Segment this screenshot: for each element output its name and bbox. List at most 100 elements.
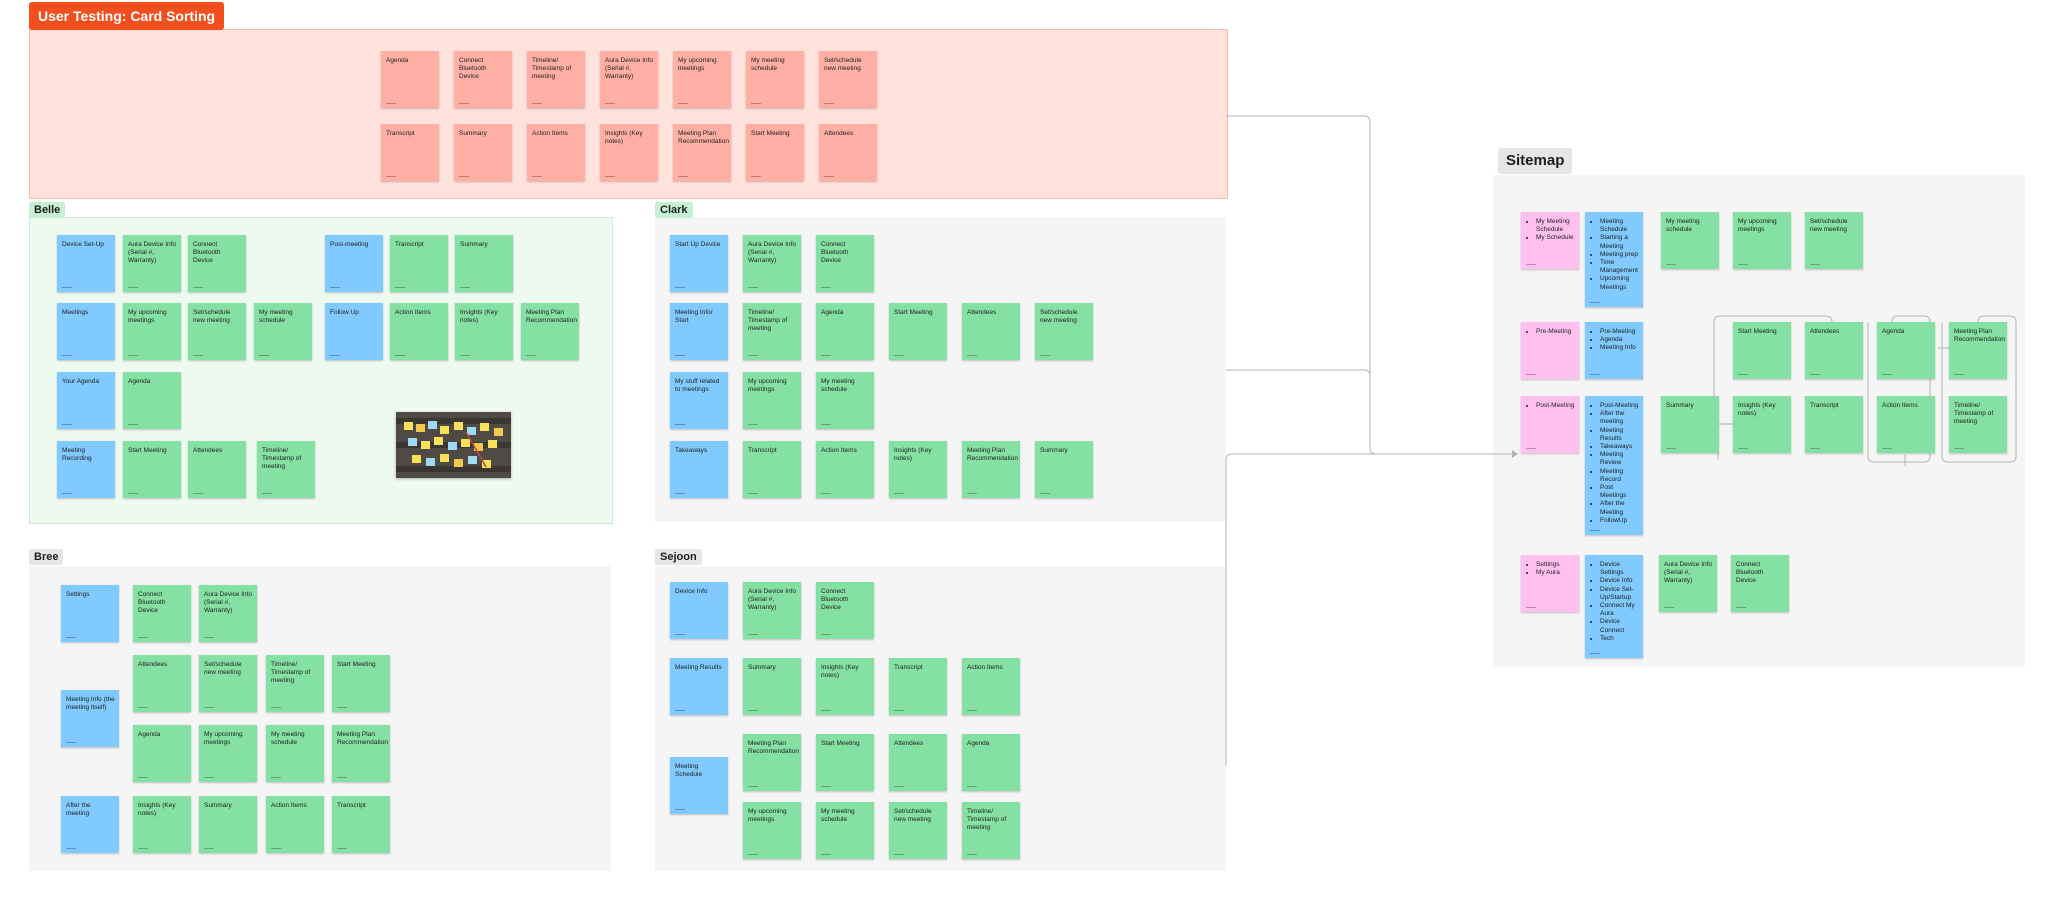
card-sticky[interactable]: Meeting Plan Recommendation bbox=[521, 303, 579, 360]
card-sticky[interactable]: Start Meeting bbox=[816, 734, 874, 791]
card-sticky[interactable]: Start Meeting bbox=[889, 303, 947, 360]
pool-sticky[interactable]: Aura Device Info (Serial #, Warranty) bbox=[600, 51, 658, 108]
card-sticky[interactable]: Meeting Plan Recommendation bbox=[332, 725, 390, 782]
card-sticky[interactable]: Meeting Plan Recommendation bbox=[743, 734, 801, 791]
card-sticky[interactable]: Timeline/ Timestamp of meeting bbox=[962, 802, 1020, 859]
card-sticky[interactable]: Agenda bbox=[133, 725, 191, 782]
sitemap-card-sticky[interactable]: Insights (Key notes) bbox=[1733, 396, 1791, 453]
sitemap-blue-sticky[interactable]: Meeting Schedule Starting a Meeting Meet… bbox=[1585, 212, 1643, 307]
card-sticky[interactable]: Set/schedule new meeting bbox=[188, 303, 246, 360]
card-sticky[interactable]: Summary bbox=[1035, 441, 1093, 498]
card-sticky[interactable]: Action Items bbox=[816, 441, 874, 498]
card-sticky[interactable]: Connect Bluetooth Device bbox=[816, 235, 874, 292]
card-sticky[interactable]: Connect Bluetooth Device bbox=[816, 582, 874, 639]
category-sticky[interactable]: Settings bbox=[61, 585, 119, 642]
card-sticky[interactable]: Timeline/ Timestamp of meeting bbox=[743, 303, 801, 360]
section-label-belle[interactable]: Belle bbox=[29, 202, 66, 218]
card-sticky[interactable]: Set/schedule new meeting bbox=[889, 802, 947, 859]
card-sticky[interactable]: My upcoming meetings bbox=[743, 372, 801, 429]
sitemap-blue-sticky[interactable]: Post-Meeting After the meeting Meeting R… bbox=[1585, 396, 1643, 536]
category-sticky[interactable]: Start Up Device bbox=[670, 235, 728, 292]
pool-sticky[interactable]: Attendees bbox=[819, 124, 877, 181]
pool-sticky[interactable]: Transcript bbox=[381, 124, 439, 181]
card-sticky[interactable]: Action Items bbox=[390, 303, 448, 360]
card-sticky[interactable]: Start Meeting bbox=[123, 441, 181, 498]
card-sticky[interactable]: Timeline/ Timestamp of meeting bbox=[266, 655, 324, 712]
sitemap-card-sticky[interactable]: Summary bbox=[1661, 396, 1719, 453]
category-sticky[interactable]: Device Info bbox=[670, 582, 728, 639]
sitemap-card-sticky[interactable]: Action Items bbox=[1877, 396, 1935, 453]
sitemap-card-sticky[interactable]: Connect Bluetooth Device bbox=[1731, 555, 1789, 612]
sitemap-blue-sticky[interactable]: Pre-Meeting Agenda Meeting Info bbox=[1585, 322, 1643, 379]
category-sticky[interactable]: After the meeting bbox=[61, 796, 119, 853]
section-label-bree[interactable]: Bree bbox=[29, 549, 64, 565]
pool-sticky[interactable]: Insights (Key notes) bbox=[600, 124, 658, 181]
category-sticky[interactable]: Meeting Info (the meeting itself) bbox=[61, 690, 119, 747]
sitemap-blue-sticky[interactable]: Device Settings Device Info Device Set-U… bbox=[1585, 555, 1643, 658]
category-sticky[interactable]: Meeting Recording bbox=[57, 441, 115, 498]
category-sticky[interactable]: Post-meeting bbox=[325, 235, 383, 292]
card-sticky[interactable]: Attendees bbox=[133, 655, 191, 712]
card-sticky[interactable]: Insights (Key notes) bbox=[889, 441, 947, 498]
board-title[interactable]: User Testing: Card Sorting bbox=[29, 2, 225, 30]
category-sticky[interactable]: Meeting Results bbox=[670, 658, 728, 715]
card-sticky[interactable]: Summary bbox=[199, 796, 257, 853]
card-sticky[interactable]: Attendees bbox=[188, 441, 246, 498]
card-sticky[interactable]: My meeting schedule bbox=[254, 303, 312, 360]
pool-sticky[interactable]: Meeting Plan Recommendation bbox=[673, 124, 731, 181]
category-sticky[interactable]: Follow Up bbox=[325, 303, 383, 360]
sitemap-card-sticky[interactable]: My upcoming meetings bbox=[1733, 212, 1791, 269]
card-sorting-photo[interactable] bbox=[396, 412, 511, 478]
card-sticky[interactable]: Aura Device Info (Serial #, Warranty) bbox=[123, 235, 181, 292]
pool-sticky[interactable]: Summary bbox=[454, 124, 512, 181]
category-sticky[interactable]: Meeting Schedule bbox=[670, 757, 728, 814]
sitemap-card-sticky[interactable]: Meeting Plan Recommendation bbox=[1949, 322, 2007, 379]
pool-sticky[interactable]: Action Items bbox=[527, 124, 585, 181]
pool-sticky[interactable]: Connect Bluetooth Device bbox=[454, 51, 512, 108]
card-sticky[interactable]: Meeting Plan Recommendation bbox=[962, 441, 1020, 498]
sitemap-pink-sticky[interactable]: My Meeting Schedule My Schedule bbox=[1521, 212, 1579, 269]
card-sticky[interactable]: Aura Device Info (Serial #, Warranty) bbox=[199, 585, 257, 642]
card-sticky[interactable]: Summary bbox=[743, 658, 801, 715]
category-sticky[interactable]: Meetings bbox=[57, 303, 115, 360]
pool-sticky[interactable]: Set/schedule new meeting bbox=[819, 51, 877, 108]
card-sticky[interactable]: Start Meeting bbox=[332, 655, 390, 712]
sitemap-card-sticky[interactable]: My meeting schedule bbox=[1661, 212, 1719, 269]
card-sticky[interactable]: Aura Device Info (Serial #, Warranty) bbox=[743, 235, 801, 292]
card-sticky[interactable]: Agenda bbox=[962, 734, 1020, 791]
card-sticky[interactable]: Transcript bbox=[332, 796, 390, 853]
category-sticky[interactable]: My stuff related to meetings bbox=[670, 372, 728, 429]
sitemap-pink-sticky[interactable]: Pre-Meeting bbox=[1521, 322, 1579, 379]
card-sticky[interactable]: My upcoming meetings bbox=[743, 802, 801, 859]
card-sticky[interactable]: Attendees bbox=[962, 303, 1020, 360]
pool-sticky[interactable]: Start Meeting bbox=[746, 124, 804, 181]
card-sticky[interactable]: Attendees bbox=[889, 734, 947, 791]
card-sticky[interactable]: Set/schedule new meeting bbox=[199, 655, 257, 712]
sitemap-title[interactable]: Sitemap bbox=[1498, 148, 1573, 174]
card-sticky[interactable]: Action Items bbox=[266, 796, 324, 853]
category-sticky[interactable]: Device Set-Up bbox=[57, 235, 115, 292]
card-sticky[interactable]: My upcoming meetings bbox=[199, 725, 257, 782]
category-sticky[interactable]: Meeting Info/ Start bbox=[670, 303, 728, 360]
card-sticky[interactable]: My meeting schedule bbox=[816, 372, 874, 429]
category-sticky[interactable]: Your Agenda bbox=[57, 372, 115, 429]
pool-sticky[interactable]: Timeline/ Timestamp of meeting bbox=[527, 51, 585, 108]
category-sticky[interactable]: Takeaways bbox=[670, 441, 728, 498]
card-sticky[interactable]: My upcoming meetings bbox=[123, 303, 181, 360]
card-sticky[interactable]: Action Items bbox=[962, 658, 1020, 715]
section-label-clark[interactable]: Clark bbox=[655, 202, 693, 218]
sitemap-card-sticky[interactable]: Attendees bbox=[1805, 322, 1863, 379]
section-label-sejoon[interactable]: Sejoon bbox=[655, 549, 702, 565]
card-sticky[interactable]: Transcript bbox=[390, 235, 448, 292]
sitemap-card-sticky[interactable]: Aura Device Info (Serial #, Warranty) bbox=[1659, 555, 1717, 612]
card-sticky[interactable]: Timeline/ Timestamp of meeting bbox=[257, 441, 315, 498]
sitemap-card-sticky[interactable]: Transcript bbox=[1805, 396, 1863, 453]
card-sticky[interactable]: Connect Bluetooth Device bbox=[188, 235, 246, 292]
card-sticky[interactable]: Transcript bbox=[889, 658, 947, 715]
pool-sticky[interactable]: My upcoming meetings bbox=[673, 51, 731, 108]
sitemap-card-sticky[interactable]: Start Meeting bbox=[1733, 322, 1791, 379]
card-sticky[interactable]: Insights (Key notes) bbox=[816, 658, 874, 715]
sitemap-card-sticky[interactable]: Agenda bbox=[1877, 322, 1935, 379]
card-sticky[interactable]: My meeting schedule bbox=[266, 725, 324, 782]
card-sticky[interactable]: Connect Bluetooth Device bbox=[133, 585, 191, 642]
